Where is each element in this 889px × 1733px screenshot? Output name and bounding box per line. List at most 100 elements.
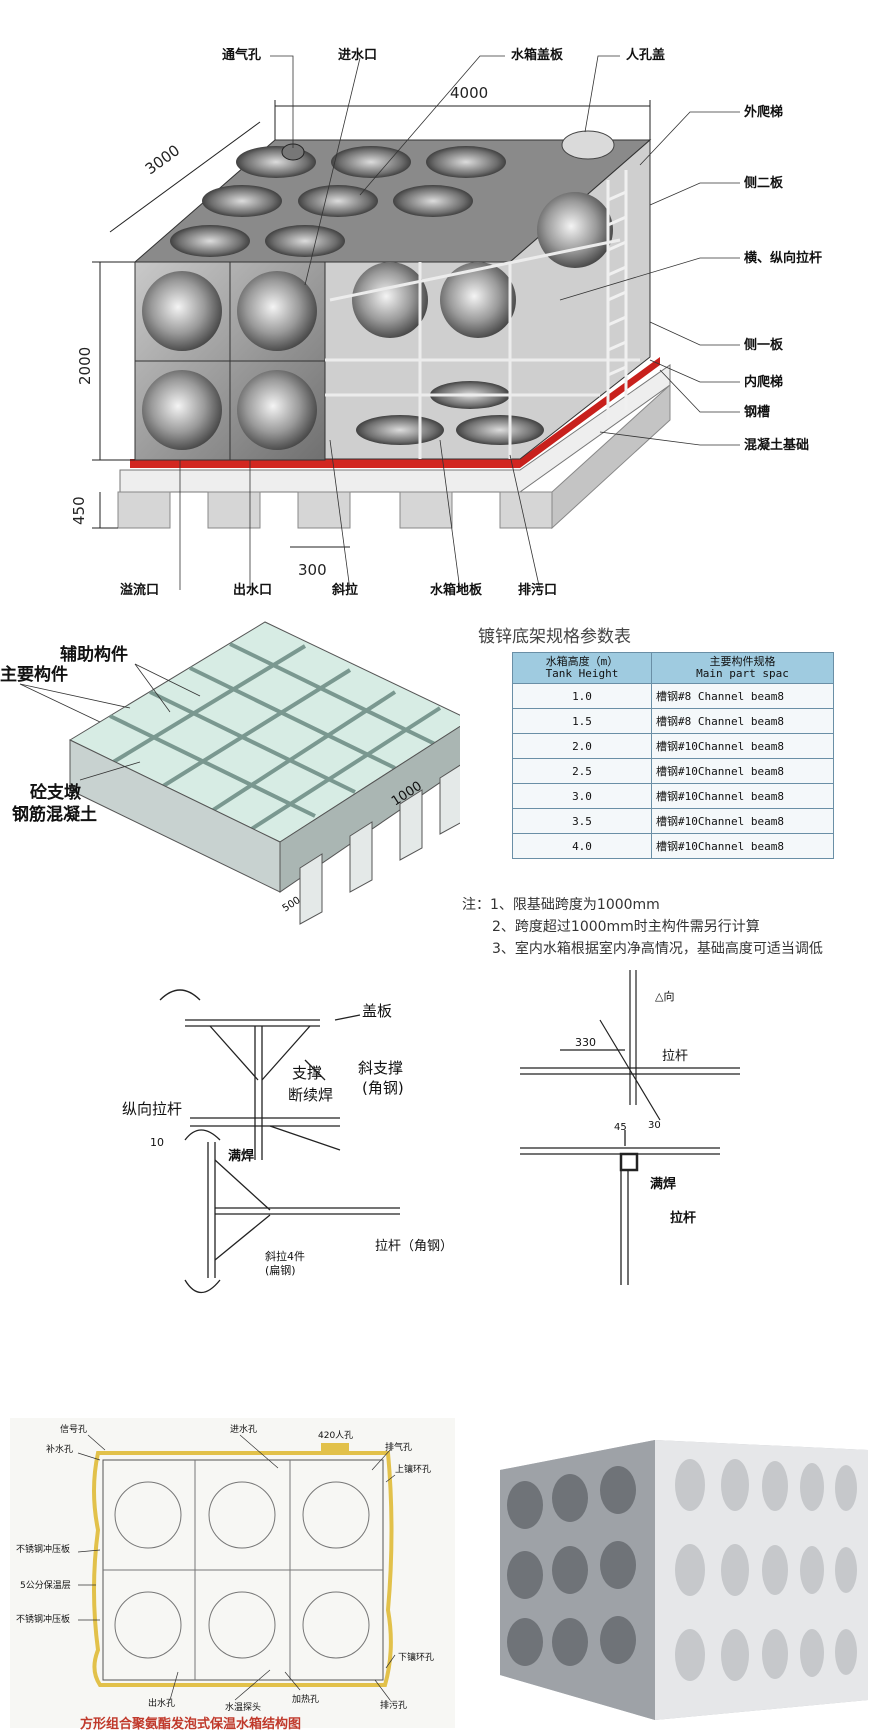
insulated-tank-section: 信号孔 进水孔 420人孔 排气孔 补水孔 上镶环孔 不锈钢冲压板 5公分保温层…: [0, 1410, 889, 1733]
label-drain: 排污口: [518, 582, 557, 598]
ins-vent: 排气孔: [385, 1441, 412, 1453]
dim-length: 4000: [450, 84, 488, 102]
label-inlet: 进水口: [338, 47, 377, 63]
detail3-weld: 满焊: [228, 1148, 254, 1164]
frame-piers: [299, 764, 460, 925]
detail1-weld: 断续焊: [288, 1086, 333, 1104]
grating-bars: [108, 642, 442, 832]
insulated-caption: 方形组合聚氨酯发泡式保温水箱结构图: [80, 1716, 301, 1732]
detail4-dim2: 30: [648, 1120, 661, 1131]
detail3-diag-sub: (扁钢): [265, 1264, 296, 1277]
detail4-rod: 拉杆: [670, 1210, 696, 1226]
manhole-cover-shape: [561, 130, 615, 160]
ins-manhole: 420人孔: [318, 1430, 353, 1441]
label-inner-ladder: 内爬梯: [744, 374, 783, 390]
col-height-en: Tank Height: [545, 667, 619, 680]
tank-structure-svg: 4000 3000 2000 450 300 通气孔 进水口 水箱盖板 人孔盖 …: [70, 47, 822, 598]
note-3: 3、室内水箱根据室内净高情况，基础高度可适当调低: [492, 941, 823, 957]
insulated-leaders: [77, 1434, 396, 1701]
frame-leaders: [19, 663, 201, 781]
detail-3-lines: [184, 1129, 400, 1294]
weld-details-svg: 盖板 支撑 断续焊 斜支撑 (角钢) 纵向拉杆 △向 330 拉杆 10 满焊 …: [122, 970, 740, 1294]
dim-base-height: 450: [70, 496, 88, 525]
dimension-lines: [92, 100, 651, 548]
label-manhole-cover: 人孔盖: [626, 47, 665, 63]
detail3-diag: 斜拉4件: [265, 1249, 305, 1263]
label-outer-ladder: 外爬梯: [743, 104, 783, 120]
label-brace: 斜拉: [331, 582, 358, 598]
ins-drain: 排污孔: [380, 1699, 407, 1711]
frame-beam-side: [279, 725, 460, 893]
label-floor-plate: 水箱地板: [430, 582, 483, 598]
detail4-weld: 满焊: [650, 1176, 676, 1192]
detail2-dim: 330: [575, 1036, 596, 1049]
channel-steel-front: [130, 459, 520, 468]
col-spec-cn: 主要构件规格: [709, 655, 776, 668]
insulated-tank-svg: 信号孔 进水孔 420人孔 排气孔 补水孔 上镶环孔 不锈钢冲压板 5公分保温层…: [10, 1418, 868, 1732]
label-channel-steel: 钢槽: [744, 404, 770, 420]
tank-photo: [500, 1440, 868, 1720]
insulated-diagram-bg: [10, 1418, 455, 1728]
ins-insulation: 5公分保温层: [20, 1579, 71, 1591]
dim-height: 2000: [76, 347, 94, 385]
ins-outlet: 出水孔: [148, 1697, 175, 1709]
detail1-diag: 斜支撑: [358, 1059, 403, 1077]
spec-notes: 注：1、限基础跨度为1000mm 2、跨度超过1000mm时主构件需另行计算 3…: [462, 894, 823, 960]
tie-rods-lines: [325, 238, 640, 459]
base-frame-svg: 辅助构件 主要构件 砼支墩 钢筋混凝土 1000 500: [0, 621, 460, 925]
ins-ss-plate1: 不锈钢冲压板: [16, 1543, 70, 1555]
col-height-header: 水箱高度（m） Tank Height: [512, 652, 652, 684]
interior-domes: [352, 192, 613, 445]
dim-width: 3000: [142, 141, 183, 178]
ins-temp-probe: 水温探头: [225, 1701, 261, 1713]
leader-lines: [179, 55, 740, 591]
manhole-shape: [321, 1443, 349, 1451]
label-side-plate-1: 侧一板: [744, 337, 784, 353]
label-cover-plate: 水箱盖板: [511, 47, 564, 63]
label-width-mark: 500: [281, 895, 303, 915]
detail-4-lines: [520, 1130, 720, 1285]
col-spec-en: Main part spac: [696, 667, 789, 680]
label-overflow: 溢流口: [120, 582, 159, 598]
detail-1-lines: [159, 989, 361, 1160]
detail1-diag-sub: (角钢): [362, 1079, 404, 1097]
ins-makeup: 补水孔: [46, 1443, 73, 1455]
label-side-plate-2: 侧二板: [744, 175, 784, 191]
tank-structure-diagram: 4000 3000 2000 450 300 通气孔 进水口 水箱盖板 人孔盖 …: [0, 0, 889, 612]
label-tie-rods: 横、纵向拉杆: [744, 250, 822, 266]
label-aux-member: 辅助构件: [60, 644, 128, 665]
ins-inlet: 进水孔: [230, 1423, 257, 1435]
detail1-cover: 盖板: [362, 1002, 392, 1020]
label-vent: 通气孔: [222, 47, 261, 63]
weld-details-section: 盖板 支撑 断续焊 斜支撑 (角钢) 纵向拉杆 △向 330 拉杆 10 满焊 …: [0, 960, 889, 1400]
dim-spacing: 300: [298, 561, 327, 579]
ins-ss-plate2: 不锈钢冲压板: [16, 1613, 70, 1625]
note-1: 注：1、限基础跨度为1000mm: [462, 897, 660, 913]
ins-heating: 加热孔: [292, 1693, 319, 1705]
detail2-rod: 拉杆: [662, 1049, 688, 1064]
detail2-top: △向: [655, 989, 674, 1003]
insulation-layer-shape: [92, 1451, 394, 1687]
ins-upper-mount: 上镶环孔: [395, 1463, 431, 1475]
detail4-dim1: 45: [614, 1122, 627, 1133]
detail3-dim: 10: [150, 1136, 164, 1149]
detail3-rod: 拉杆（角钢）: [375, 1239, 453, 1254]
detail1-long-rod: 纵向拉杆: [122, 1100, 182, 1118]
insulated-plate-circles: [114, 1481, 370, 1659]
col-height-cn: 水箱高度（m）: [545, 655, 619, 668]
outer-ladder-shape: [606, 170, 628, 420]
label-main-member: 主要构件: [0, 664, 68, 685]
label-concrete: 钢筋混凝土: [12, 804, 97, 825]
note-2: 2、跨度超过1000mm时主构件需另行计算: [492, 919, 760, 935]
top-plate-domes: [170, 146, 506, 257]
ins-lower-mount: 下镶环孔: [398, 1651, 434, 1663]
detail-2-lines: [520, 970, 740, 1121]
front-plate-domes: [142, 271, 317, 450]
ins-signal: 信号孔: [60, 1423, 87, 1435]
